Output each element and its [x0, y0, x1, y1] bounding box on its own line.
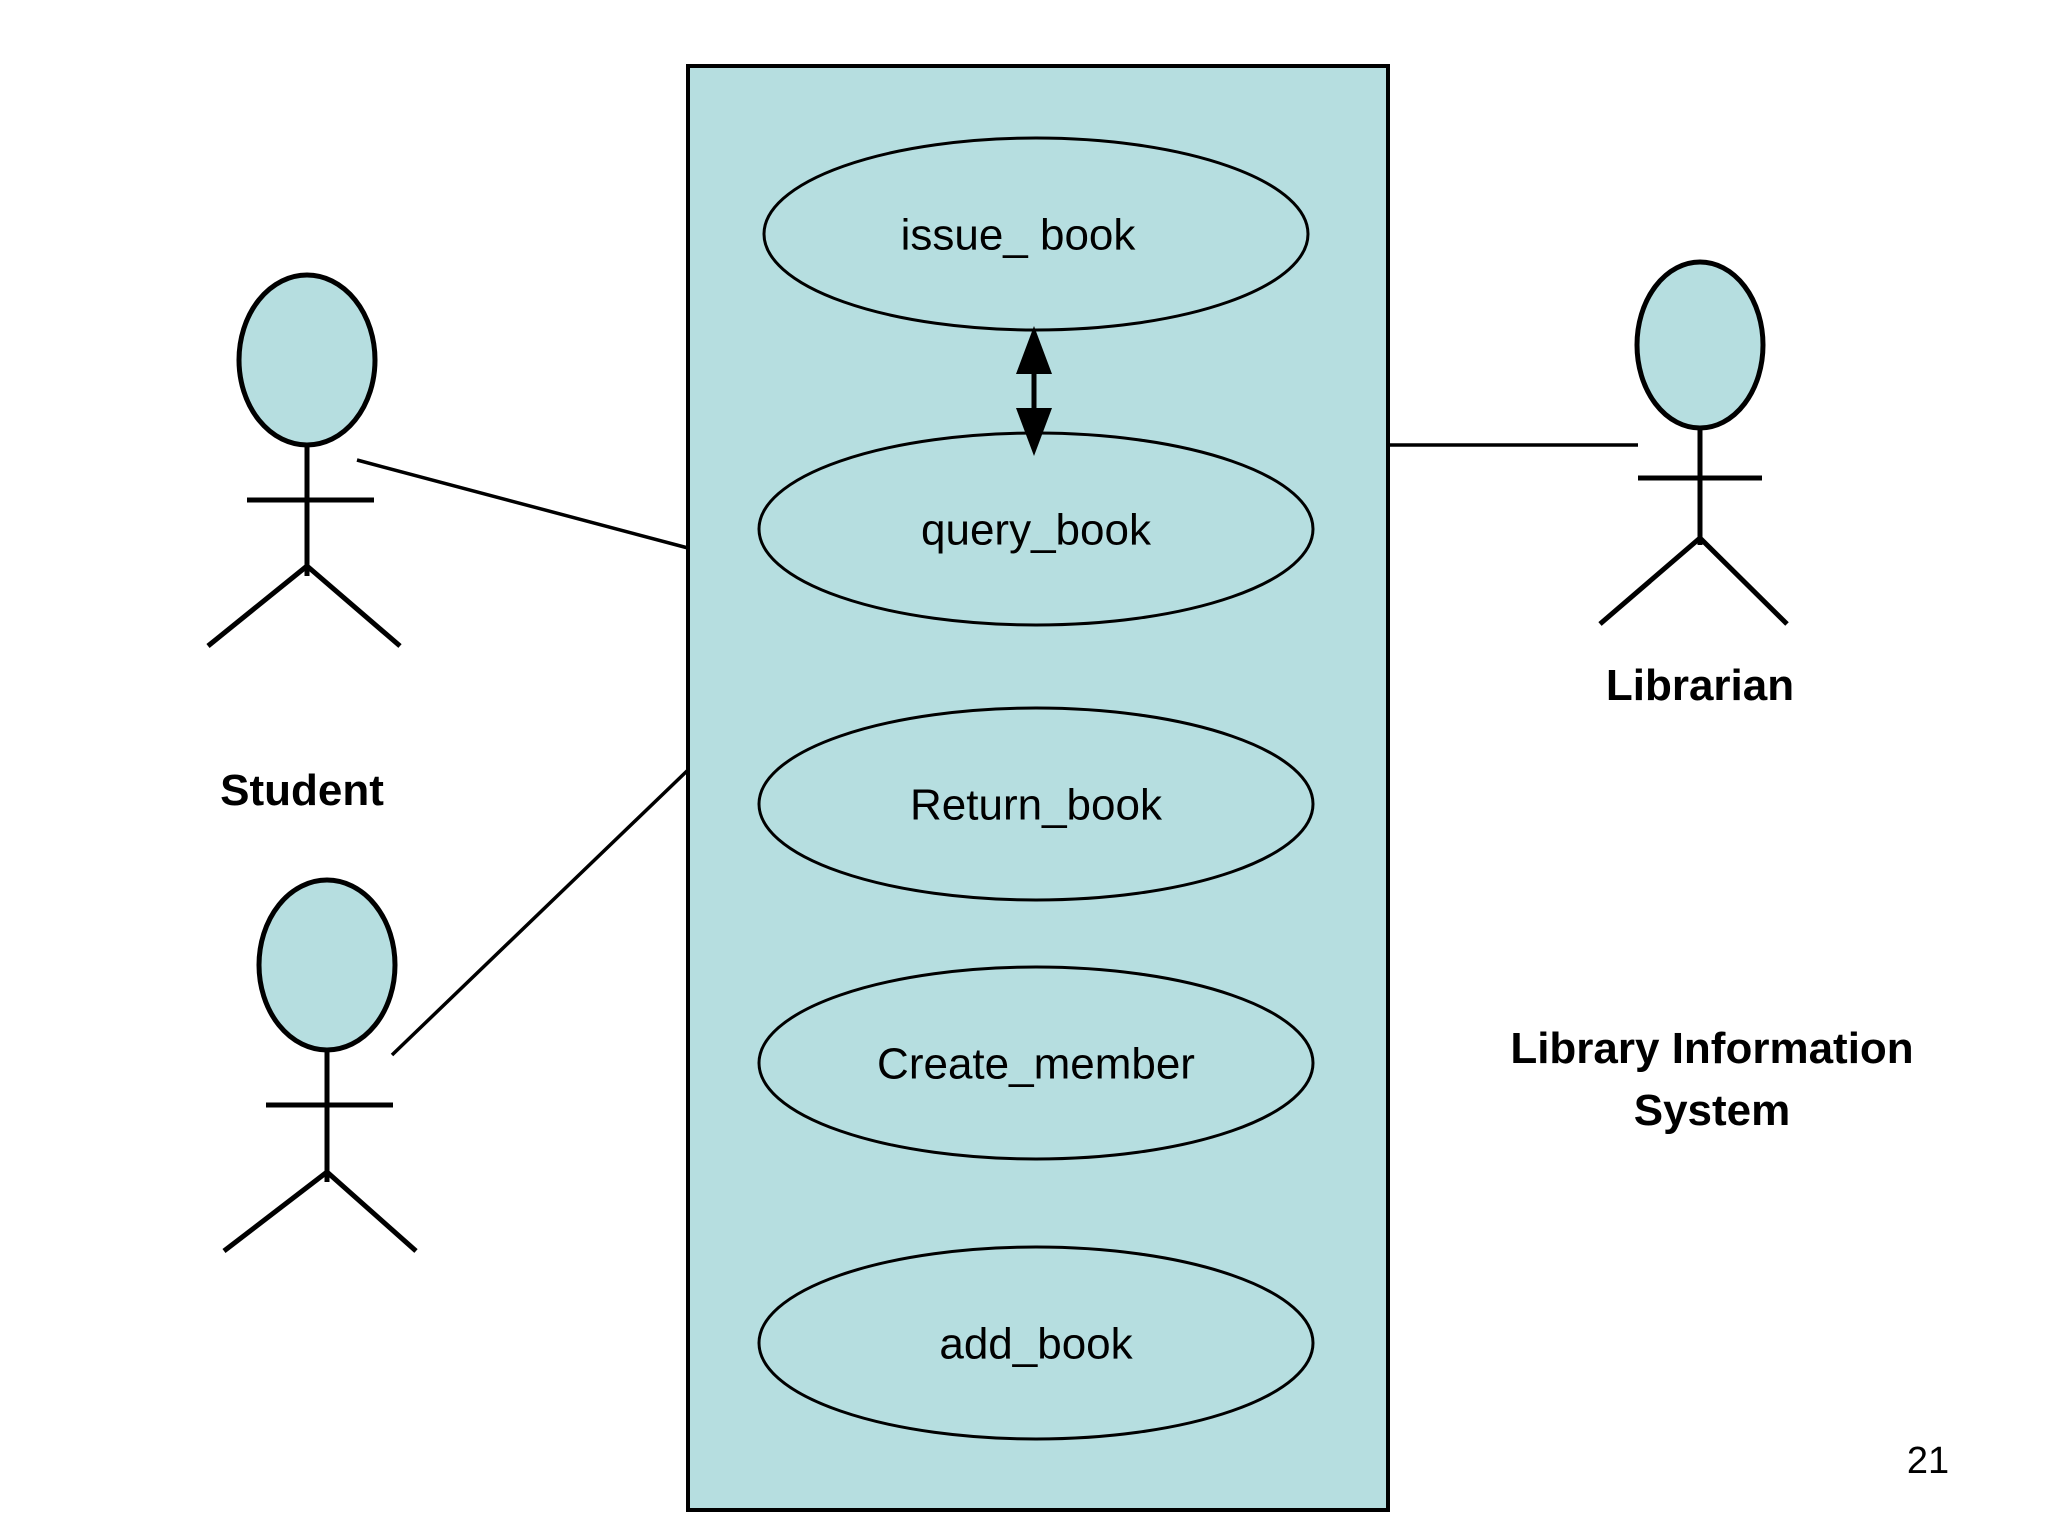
actor-leg-left — [222, 1170, 329, 1253]
page-number: 21 — [1907, 1440, 1949, 1482]
actor-head — [1634, 259, 1766, 431]
arrowhead-down — [1016, 408, 1052, 456]
use-case-ellipse — [757, 1245, 1315, 1441]
use-case-add-book[interactable]: add_book — [757, 1245, 1315, 1441]
association-line-student-to-system[interactable] — [356, 458, 689, 550]
actor-label-librarian: Librarian — [1606, 661, 1794, 710]
use-case-label: query_book — [921, 506, 1152, 555]
actor-leg-right — [325, 1170, 418, 1253]
arrowhead-up — [1016, 326, 1052, 374]
use-case-label: Return_book — [910, 781, 1163, 830]
use-case-issue-book[interactable]: issue_ book — [762, 136, 1310, 332]
use-case-ellipse — [757, 706, 1315, 902]
use-case-ellipse — [757, 965, 1315, 1161]
use-case-label: add_book — [939, 1320, 1133, 1369]
use-case-query-book[interactable]: query_book — [757, 431, 1315, 627]
bidirectional-arrow-issue-query[interactable] — [1016, 326, 1052, 456]
use-case-label: Create_member — [877, 1040, 1195, 1089]
association-line-student2-to-system[interactable] — [390, 768, 690, 1057]
actor-librarian[interactable]: Librarian — [1598, 259, 1794, 710]
actor-leg-right — [305, 564, 402, 648]
actor-leg-right — [1698, 536, 1789, 626]
actor-head — [236, 272, 378, 448]
use-case-return-book[interactable]: Return_book — [757, 706, 1315, 902]
system-label-line-1: Library Information — [1510, 1024, 1913, 1073]
actor-student[interactable]: Student — [206, 272, 402, 815]
actor-leg-left — [1598, 536, 1702, 626]
use-case-create-member[interactable]: Create_member — [757, 965, 1315, 1161]
actor-student-2[interactable] — [222, 877, 418, 1253]
system-label-line-2: System — [1634, 1086, 1791, 1135]
system-boundary-label: Library Information System — [1510, 1024, 1913, 1135]
use-case-ellipse — [762, 136, 1310, 332]
use-case-label: issue_ book — [901, 211, 1137, 260]
actor-leg-left — [206, 564, 309, 648]
actor-label-student: Student — [220, 766, 384, 815]
actor-head — [256, 877, 398, 1053]
